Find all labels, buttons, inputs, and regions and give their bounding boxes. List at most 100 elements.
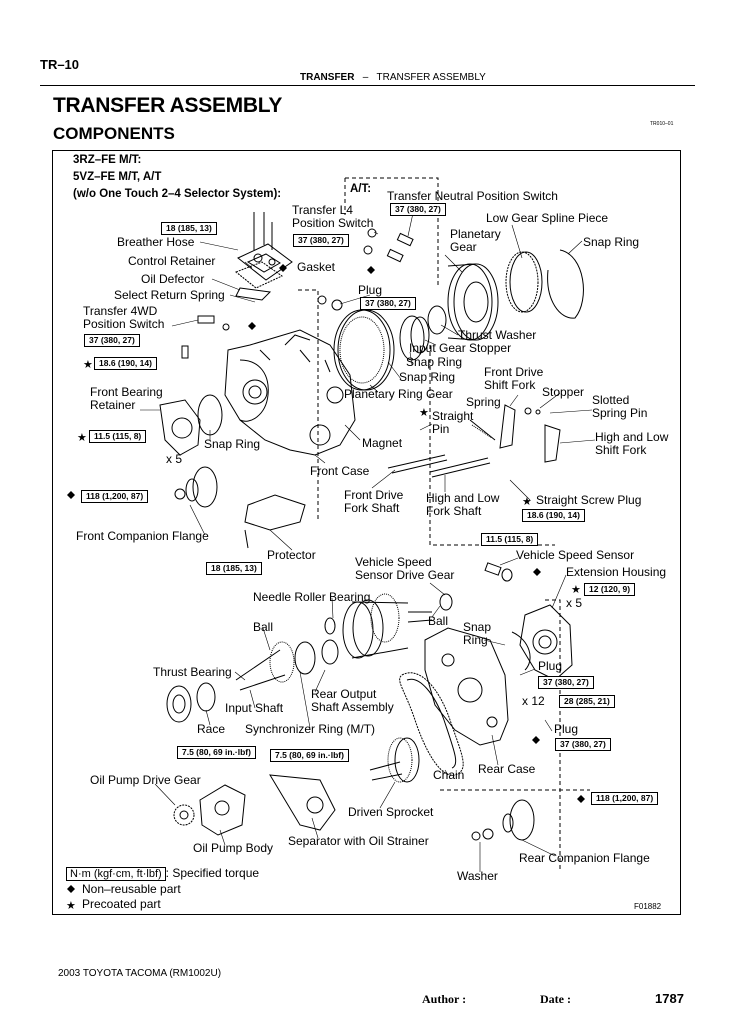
label-input-shaft: Input Shaft — [225, 701, 284, 715]
multiplier-x12: x 12 — [522, 694, 545, 708]
torque-pump-body: 7.5 (80, 69 in.·lbf) — [177, 746, 256, 759]
label-planetary-gear: Planetary Gear — [450, 227, 501, 254]
svg-text:★: ★ — [522, 495, 532, 508]
label-plug-right1: Plug — [538, 659, 563, 673]
label-planetary-ring-gear: Planetary Ring Gear — [344, 387, 453, 401]
torque-ext-housing: 12 (120, 9) — [584, 583, 636, 596]
label-straight-pin: Straight Pin — [432, 409, 474, 436]
torque-sensor: 11.5 (115, 8) — [481, 533, 539, 546]
driven-sprocket-drawing — [369, 737, 420, 783]
multiplier-x5-right: x 5 — [566, 596, 583, 610]
config-line-1: 3RZ–FE M/T: — [73, 154, 142, 166]
page-code: TR–10 — [40, 57, 80, 72]
label-input-gear-stopper: Input Gear Stopper — [409, 341, 512, 355]
label-gasket: Gasket — [297, 260, 336, 274]
label-oil-pump-body: Oil Pump Body — [193, 841, 274, 855]
extension-housing-drawing — [519, 604, 573, 681]
label-stopper: Stopper — [542, 385, 585, 399]
figure-code-small: TR010–01 — [650, 121, 674, 127]
rear-case-drawing — [424, 627, 509, 746]
planetary-gear-drawing — [447, 263, 499, 341]
page-subtitle: COMPONENTS — [53, 124, 175, 143]
rear-companion-flange-drawing — [471, 799, 535, 841]
planetary-ring-gear-drawing — [333, 309, 395, 391]
label-oil-pump-drive-gear: Oil Pump Drive Gear — [90, 773, 201, 787]
figure-id: F01882 — [634, 902, 662, 911]
label-front-companion-flange: Front Companion Flange — [76, 529, 209, 543]
label-vehicle-speed-sensor: Vehicle Speed Sensor — [516, 548, 635, 562]
label-rear-case: Rear Case — [478, 762, 536, 776]
label-snap-ring-left: Snap Ring — [204, 437, 261, 451]
label-snap-ring-mid1: Snap Ring — [406, 355, 463, 369]
torque-l4-switch: 37 (380, 27) — [293, 234, 349, 247]
footer-reference: 2003 TOYOTA TACOMA (RM1002U) — [58, 968, 222, 979]
header-section: TRANSFER — [300, 72, 355, 83]
label-snap-ring-top: Snap Ring — [583, 235, 640, 249]
torque-rear-flange: 118 (1,200, 87) — [591, 792, 659, 805]
torque-plug-right1: 37 (380, 27) — [538, 676, 594, 689]
torque-bolts-front: 18.6 (190, 14) — [94, 357, 157, 370]
config-line-2: 5VZ–FE M/T, A/T — [73, 171, 162, 183]
label-straight-screw-plug: Straight Screw Plug — [536, 493, 642, 507]
footer-date: Date : — [540, 992, 571, 1006]
label-high-low-fork-shaft: High and Low Fork Shaft — [426, 491, 500, 518]
legend-non-reusable: Non–reusable part — [82, 882, 181, 896]
rear-output-shaft-drawing — [321, 593, 453, 665]
running-header: TRANSFER – TRANSFER ASSEMBLY — [300, 72, 486, 83]
label-ball-right: Ball — [428, 614, 449, 628]
label-spring: Spring — [466, 395, 501, 409]
at-label: A/T: — [350, 183, 372, 195]
svg-text:★: ★ — [83, 358, 93, 371]
label-magnet: Magnet — [362, 436, 403, 450]
label-transfer-l4-position-switch: Transfer L4 Position Switch — [292, 203, 374, 230]
header-subsection: TRANSFER ASSEMBLY — [376, 72, 486, 83]
legend-unit-text: : Specified torque — [165, 866, 260, 880]
torque-rear-case: 28 (285, 21) — [559, 695, 615, 708]
label-snap-ring-right: Snap Ring — [463, 620, 492, 647]
chain-drawing — [399, 672, 464, 776]
non-reusable-markers — [67, 264, 585, 893]
label-front-bearing-retainer: Front Bearing Retainer — [90, 385, 163, 412]
label-synchronizer-ring: Synchronizer Ring (M/T) — [245, 722, 376, 736]
label-slotted-spring-pin: Slotted Spring Pin — [592, 393, 648, 420]
label-front-case: Front Case — [310, 464, 370, 478]
svg-text:★: ★ — [419, 406, 429, 419]
svg-text:★: ★ — [571, 583, 581, 596]
label-separator-with-oil-strainer: Separator with Oil Strainer — [288, 834, 429, 848]
svg-text:★: ★ — [77, 431, 87, 444]
leader-lines — [140, 203, 596, 872]
precoated-markers: ★ ★ ★ ★ ★ ★ — [66, 358, 581, 912]
label-thrust-washer: Thrust Washer — [458, 328, 537, 342]
header-rule — [40, 85, 695, 86]
legend-unit-box: N·m (kgf·cm, ft·lbf) — [66, 867, 166, 881]
label-plug-top: Plug — [358, 283, 383, 297]
label-oil-defector: Oil Defector — [141, 272, 205, 286]
label-front-drive-shift-fork: Front Drive Shift Fork — [484, 365, 544, 392]
label-vehicle-speed-sensor-drive-gear: Vehicle Speed Sensor Drive Gear — [355, 555, 455, 582]
svg-text:★: ★ — [66, 899, 76, 912]
torque-4wd-switch: 37 (380, 27) — [84, 334, 140, 347]
torque-plug-right2: 37 (380, 27) — [555, 738, 611, 751]
label-protector: Protector — [267, 548, 316, 562]
legend-precoated: Precoated part — [82, 897, 161, 911]
label-race: Race — [197, 722, 226, 736]
torque-breather: 18 (185, 13) — [161, 222, 217, 235]
label-rear-output-shaft-assembly: Rear Output Shaft Assembly — [311, 687, 394, 714]
label-chain: Chain — [433, 768, 465, 782]
input-shaft-drawing — [166, 641, 316, 723]
label-high-low-shift-fork: High and Low Shift Fork — [595, 430, 669, 457]
label-ball-left: Ball — [253, 620, 274, 634]
torque-neutral-switch: 37 (380, 27) — [390, 203, 446, 216]
torque-plug-top: 37 (380, 27) — [360, 297, 416, 310]
label-low-gear-spline-piece: Low Gear Spline Piece — [486, 211, 609, 225]
torque-front-flange: 118 (1,200, 87) — [81, 490, 149, 503]
label-front-drive-fork-shaft: Front Drive Fork Shaft — [344, 488, 404, 515]
label-extension-housing: Extension Housing — [566, 565, 667, 579]
front-bearing-retainer-drawing — [159, 399, 201, 456]
multiplier-x5-left: x 5 — [166, 452, 183, 466]
label-driven-sprocket: Driven Sprocket — [348, 805, 434, 819]
torque-protector: 18 (185, 13) — [206, 562, 262, 575]
label-thrust-bearing: Thrust Bearing — [153, 665, 232, 679]
label-transfer-4wd-position-switch: Transfer 4WD Position Switch — [83, 304, 165, 331]
